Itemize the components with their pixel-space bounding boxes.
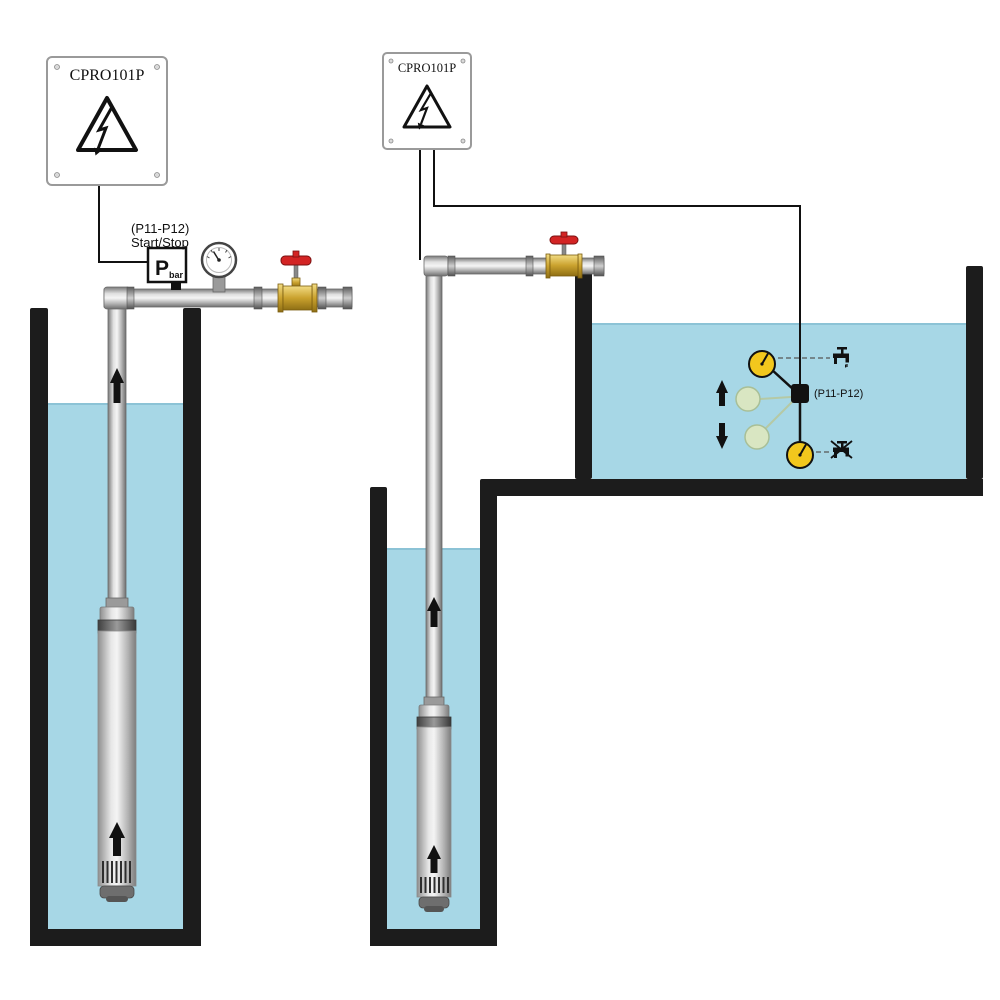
valve-body <box>549 254 579 277</box>
left-riser-pipe <box>107 291 127 605</box>
valve-flange <box>577 253 583 279</box>
float-high-level-icon <box>748 350 776 378</box>
pressure-switch-box <box>146 246 188 284</box>
left-control-box: CPRO101P <box>46 56 168 186</box>
valve-flange <box>277 283 284 313</box>
float-low-level-icon <box>786 441 814 469</box>
valve-handle-hub <box>560 231 568 238</box>
right-well-wall-left <box>370 487 387 946</box>
screw <box>460 138 466 144</box>
gauge-ticks <box>206 248 232 259</box>
left-well-wall-right <box>183 308 201 946</box>
valve-flange <box>311 283 318 313</box>
pump-flow-arrow-icon <box>109 822 125 856</box>
valve-handle-hub <box>292 250 300 258</box>
high-voltage-icon <box>76 96 138 156</box>
right-pipe-flow-arrow-icon <box>427 597 441 627</box>
gauge-stem <box>212 275 226 293</box>
pump-motor-tip <box>424 906 444 912</box>
tank-wall-right <box>966 266 983 479</box>
gauge-hub <box>217 258 221 262</box>
valve-stem <box>293 263 299 280</box>
pressure-switch-symbol: P <box>155 257 169 280</box>
pipe-end-coupling <box>342 286 353 310</box>
screw <box>388 58 394 64</box>
right-well-wall-right <box>480 479 497 946</box>
valve-stem <box>561 242 567 257</box>
left-well-walls <box>30 308 201 946</box>
pump-flow-arrow-icon <box>427 845 441 873</box>
screw <box>460 58 466 64</box>
tank-wall-left <box>575 266 592 479</box>
pressure-switch-symbol-subscript: bar <box>169 270 184 280</box>
left-control-wire <box>98 185 148 263</box>
float-ghost-link <box>764 400 794 430</box>
tap-on-icon <box>833 347 849 368</box>
pressure-switch-stem <box>171 282 181 290</box>
float-switch-assembly: (P11-P12) <box>716 347 863 469</box>
pipe-coupling <box>317 286 327 310</box>
left-well-bottom <box>30 929 201 946</box>
screw <box>54 172 60 178</box>
tap-off-icon <box>830 440 853 459</box>
float-switch-wire <box>433 149 801 384</box>
right-submersible-pump <box>416 696 452 912</box>
screw <box>388 138 394 144</box>
pump-motor-tip <box>106 896 128 902</box>
pressure-gauge-icon <box>200 241 238 293</box>
left-shutoff-valve <box>277 250 318 313</box>
right-control-box-label: CPRO101P <box>398 61 456 75</box>
float-ghost-link <box>759 396 792 400</box>
pressure-switch: P bar (P11-P12) Start/Stop <box>131 221 189 290</box>
right-control-box: CPRO101P <box>382 52 472 150</box>
gauge-dial-ring <box>206 247 232 273</box>
left-pipe-flow-arrow-icon <box>110 368 124 403</box>
pressure-switch-note-line2: Start/Stop <box>131 235 189 250</box>
pipe-coupling <box>253 286 263 310</box>
left-submersible-pump <box>97 597 137 902</box>
right-well-bottom <box>370 929 497 946</box>
valve-body <box>282 285 313 311</box>
screw <box>154 172 160 178</box>
float-up-arrow-icon <box>716 380 728 406</box>
pipe-coupling <box>447 255 456 277</box>
float-cable-weight <box>791 384 809 403</box>
float-ghost-position-icon <box>744 424 770 450</box>
pipe-outlet-coupling <box>593 255 605 277</box>
float-switch-label: (P11-P12) <box>814 388 863 400</box>
right-riser-pipe <box>425 261 443 701</box>
pump-intake-grille <box>420 877 449 893</box>
left-pipe-elbow <box>103 286 131 310</box>
right-well-walls <box>370 479 497 946</box>
screw <box>154 64 160 70</box>
left-well-wall-left <box>30 308 48 946</box>
float-link-top <box>770 368 795 391</box>
pipe-coupling <box>525 255 534 277</box>
valve-flange <box>545 253 551 279</box>
pressure-switch-note-line1: (P11-P12) <box>131 221 189 236</box>
right-shutoff-valve <box>545 231 583 279</box>
tank-bottom <box>488 479 983 496</box>
left-control-box-label: CPRO101P <box>70 67 145 84</box>
tank-walls <box>488 266 983 496</box>
float-ghost-position-icon <box>735 386 761 412</box>
high-voltage-icon <box>402 84 452 130</box>
tank-water <box>592 324 966 479</box>
pump-intake-grille <box>102 861 131 883</box>
float-down-arrow-icon <box>716 423 728 449</box>
screw <box>54 64 60 70</box>
pipe-coupling <box>126 286 135 310</box>
right-pipe-elbow <box>423 255 449 277</box>
